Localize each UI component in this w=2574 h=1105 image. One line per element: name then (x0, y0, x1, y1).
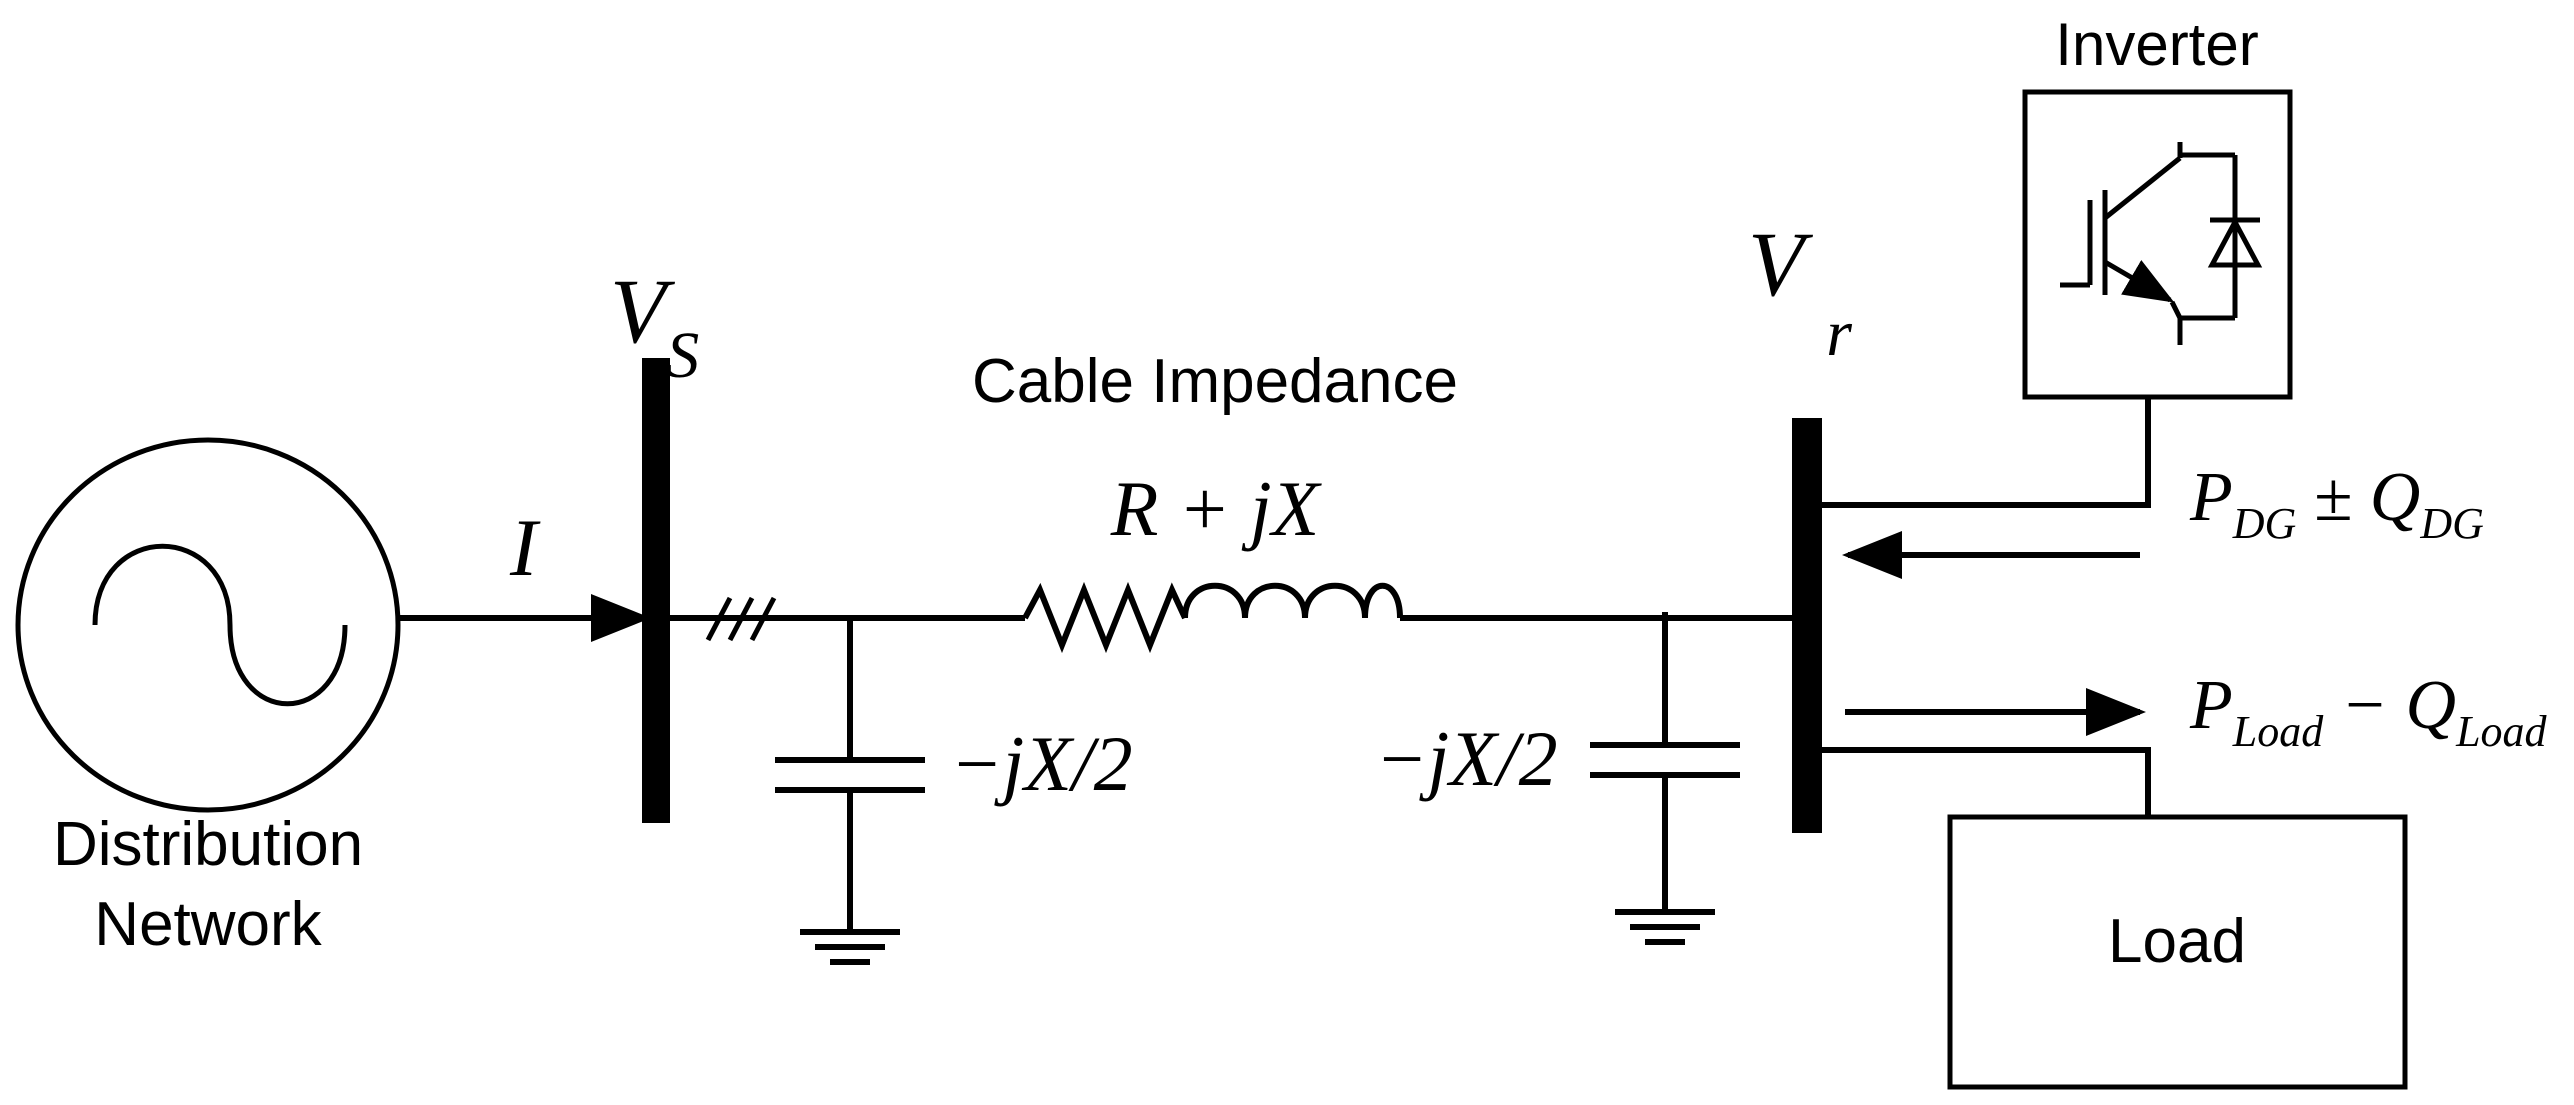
receiving-bus (1792, 418, 1822, 833)
shunt-right-label: −jX/2 (1375, 715, 1558, 802)
vr-label: Vr (1748, 213, 1852, 370)
igbt-icon (2060, 142, 2263, 345)
cable-impedance-title: Cable Impedance (972, 347, 1458, 416)
vs-label: VS (610, 260, 699, 392)
load-label: Load (2108, 907, 2246, 976)
current-label: I (509, 502, 541, 593)
dg-power-label: PDG ± QDG (2189, 459, 2484, 548)
source-label-line1: Distribution (53, 810, 363, 879)
source-label-line2: Network (94, 890, 322, 959)
shunt-capacitor-left (775, 618, 925, 965)
sine-wave-icon (92, 543, 348, 707)
sending-bus (642, 358, 670, 823)
ground-icon (800, 929, 900, 965)
three-phase-marker (705, 596, 777, 642)
ac-source (15, 437, 401, 813)
ground-icon (1615, 909, 1715, 945)
shunt-left-label: −jX/2 (950, 720, 1133, 807)
inductor-symbol (1182, 582, 1403, 619)
resistor-symbol (1022, 581, 1188, 654)
inverter-box (2022, 89, 2293, 400)
load-power-label: PLoad − QLoad (2189, 667, 2548, 756)
inverter-label: Inverter (2055, 11, 2258, 78)
load-box (1947, 814, 2408, 1090)
shunt-capacitor-right (1590, 612, 1740, 945)
impedance-label: R + jX (1110, 465, 1323, 552)
load-feeder (1822, 747, 2151, 815)
inverter-feeder (1822, 397, 2151, 508)
